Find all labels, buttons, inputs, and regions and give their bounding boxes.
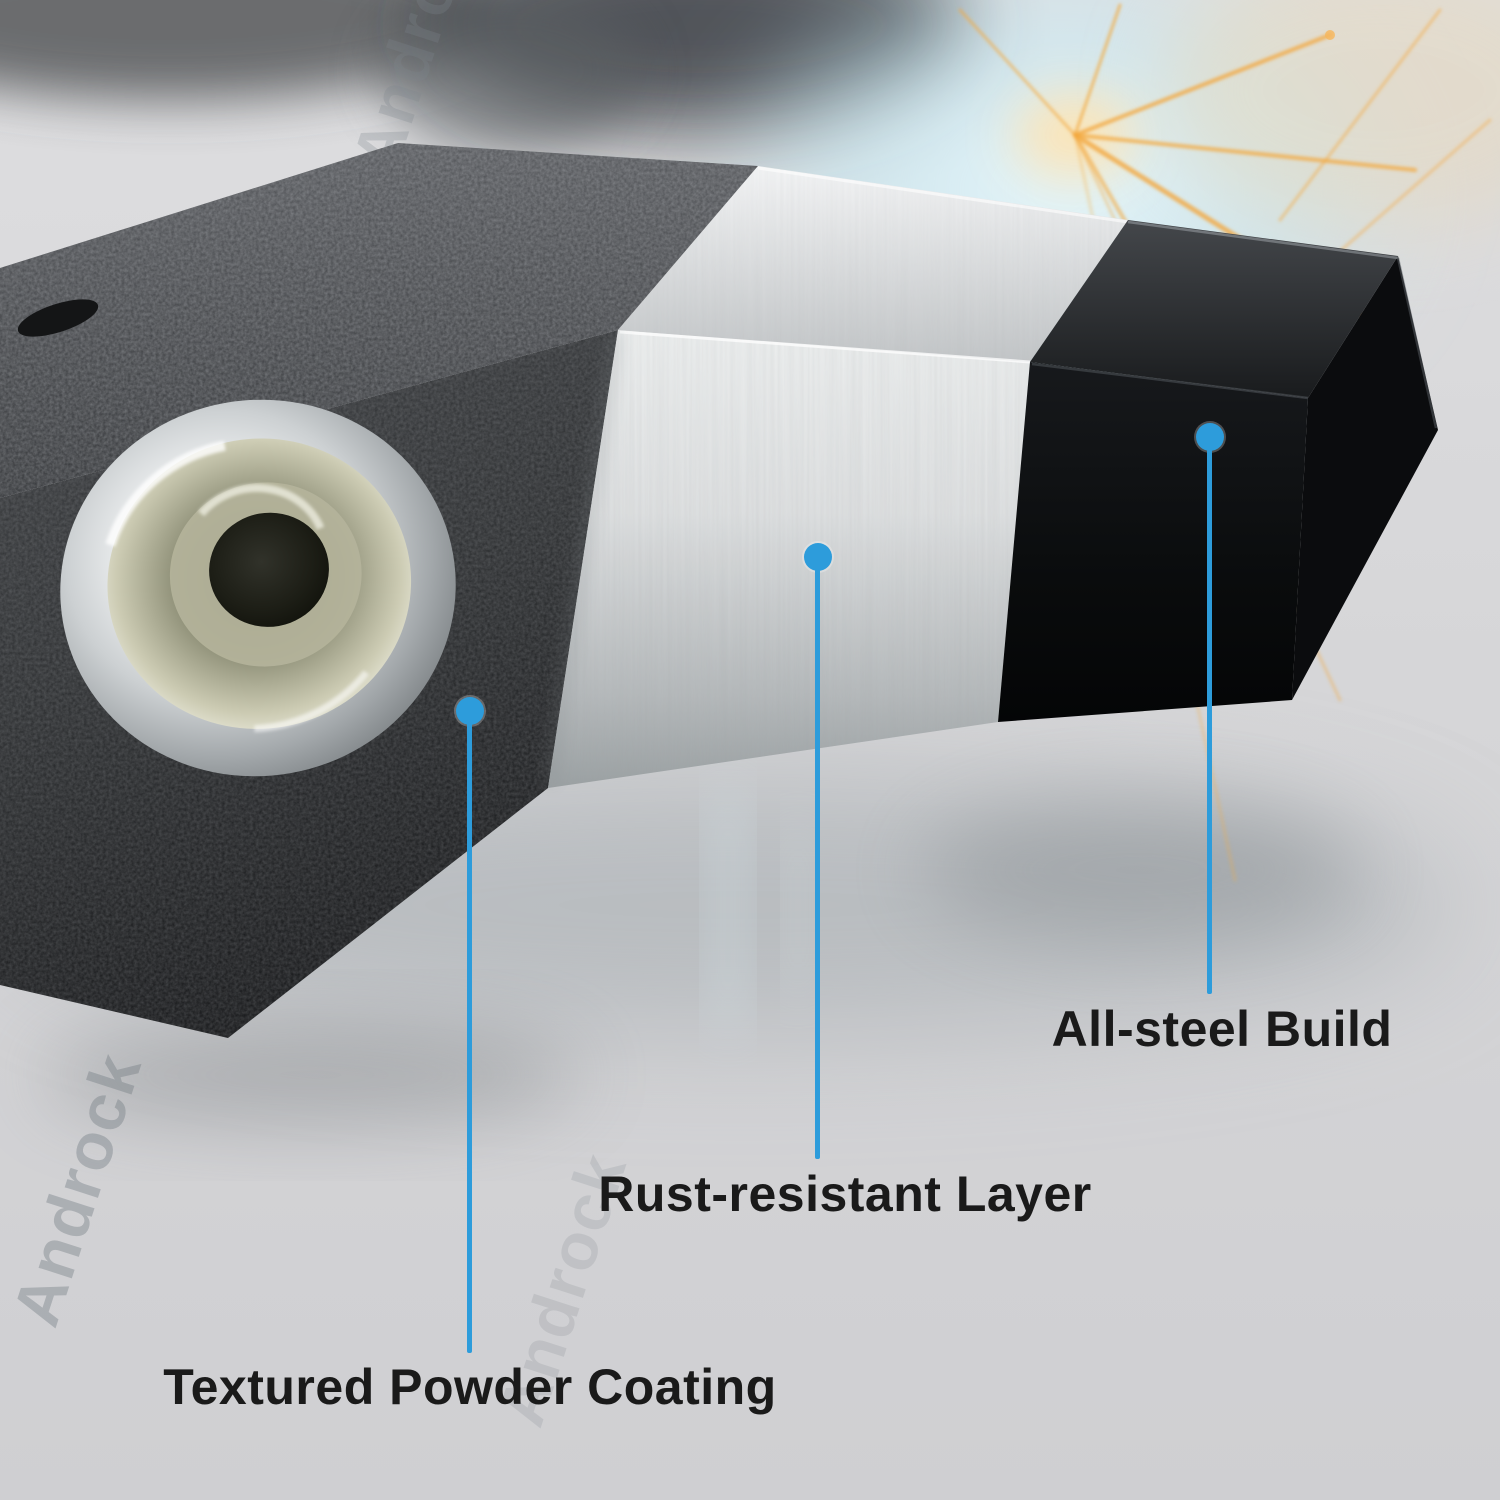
countersunk-screw-hole — [60, 399, 456, 777]
product-shadow — [40, 1027, 580, 1123]
callout-line — [467, 723, 472, 1353]
callout-line — [1207, 449, 1212, 994]
label-textured-powder-coating: Textured Powder Coating — [163, 1359, 777, 1415]
label-all-steel-build: All-steel Build — [1051, 1001, 1393, 1057]
mounting-slot — [17, 299, 99, 337]
callout-dot — [804, 543, 832, 571]
steel-core-section — [998, 220, 1438, 722]
product-bar — [0, 143, 1438, 1123]
callout-dot — [1196, 423, 1224, 451]
label-rust-resistant-layer: Rust-resistant Layer — [598, 1166, 1092, 1222]
callout-dot — [456, 697, 484, 725]
rust-resistant-section — [546, 166, 1129, 788]
callout-line — [815, 569, 820, 1159]
